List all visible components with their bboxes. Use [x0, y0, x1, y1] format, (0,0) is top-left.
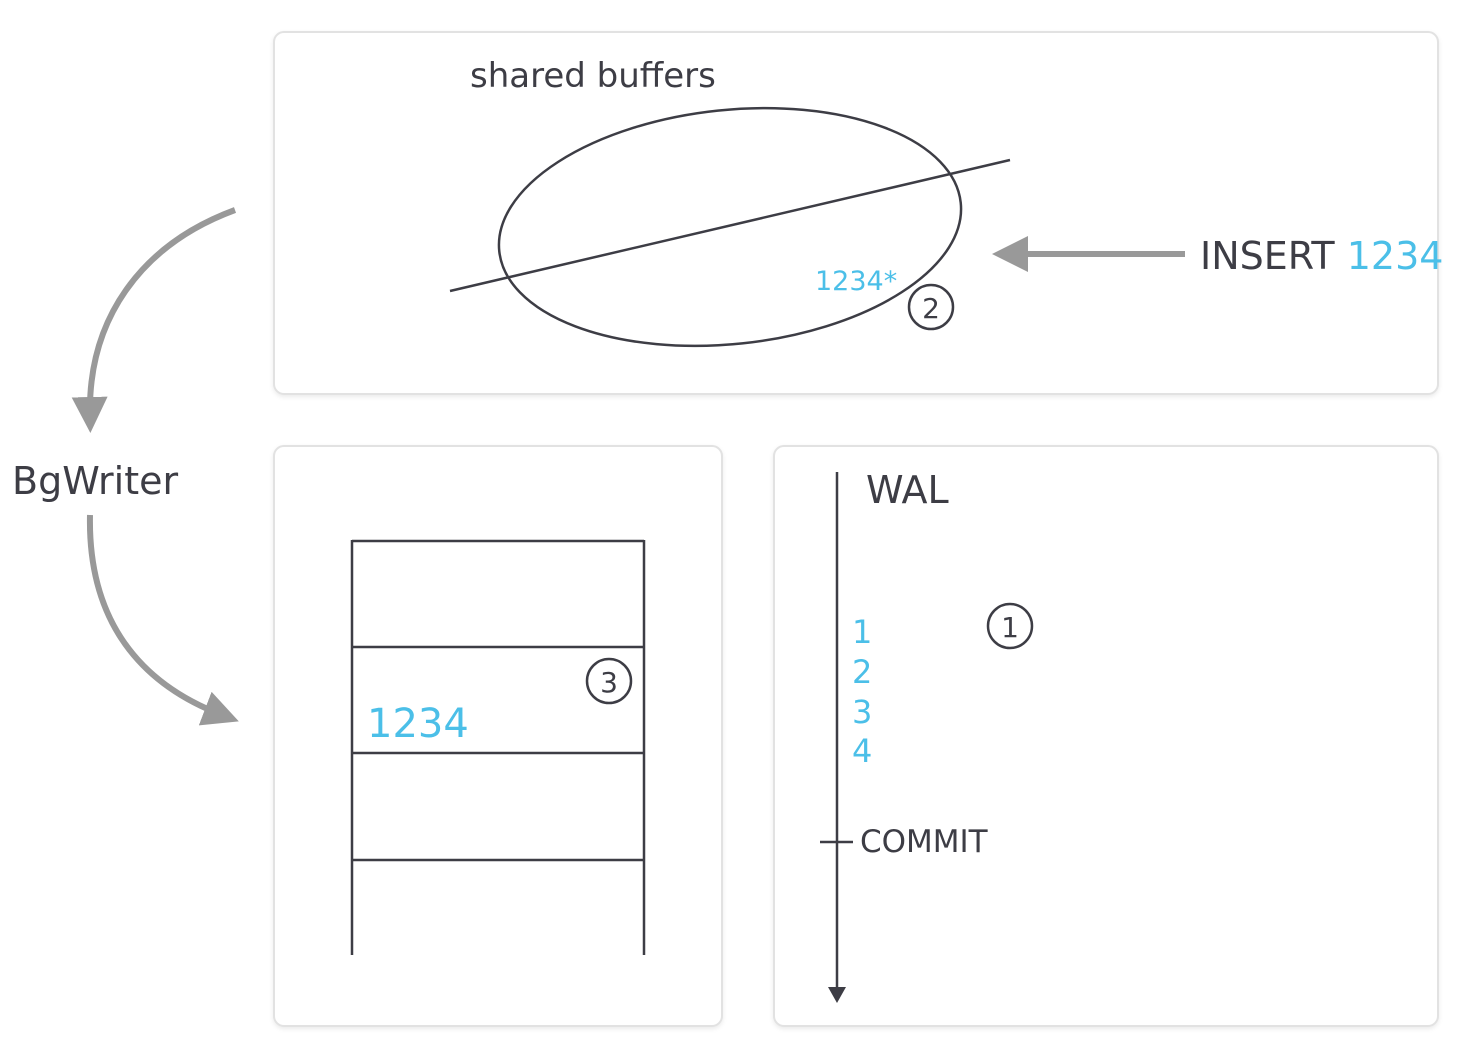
wal-title: WAL — [866, 468, 949, 512]
svg-text:2: 2 — [922, 292, 940, 325]
shared-buffers-panel — [273, 31, 1439, 395]
wal-record: 1 — [852, 613, 872, 651]
shared-buffers-title: shared buffers — [470, 56, 716, 96]
bgwriter-write-arrow — [86, 514, 239, 726]
wal-panel — [773, 445, 1439, 1027]
wal-record: 3 — [852, 693, 872, 731]
datafile-pages — [350, 539, 646, 955]
buffer-ellipse — [497, 106, 963, 348]
step-3-marker: 3 — [585, 657, 633, 705]
datafile-panel — [273, 445, 723, 1027]
buffer-tuple-label: 1234* — [815, 266, 897, 297]
bgwriter-label: BgWriter — [12, 459, 179, 503]
svg-text:1: 1 — [1001, 611, 1019, 644]
bgwriter-read-arrow — [71, 207, 237, 433]
wal-arrowhead-icon — [828, 987, 846, 1003]
commit-label: COMMIT — [860, 824, 989, 860]
step-1-marker: 1 — [986, 602, 1034, 650]
datafile-tuple-label: 1234 — [367, 701, 469, 747]
wal-record: 4 — [852, 732, 872, 770]
buffer-divider-line — [449, 158, 1011, 293]
svg-text:3: 3 — [600, 666, 618, 699]
wal-record: 2 — [852, 653, 872, 691]
step-2-marker: 2 — [907, 283, 955, 331]
insert-statement: INSERT 1234 — [1200, 234, 1443, 278]
